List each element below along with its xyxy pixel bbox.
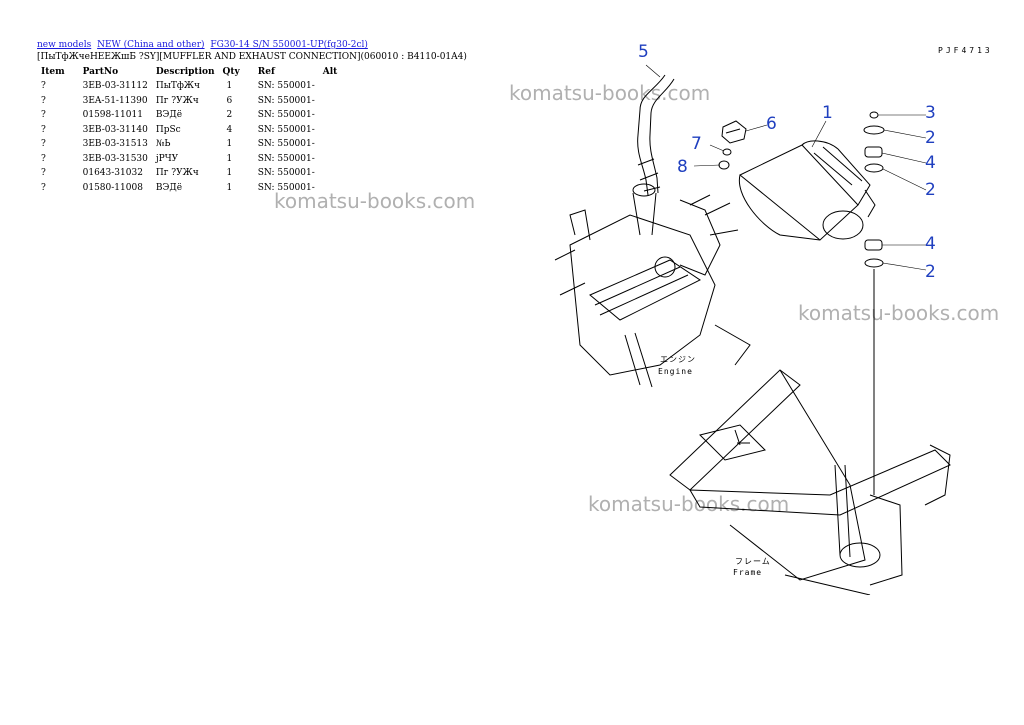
column-header-qty: Qty — [222, 67, 240, 77]
callout-2: 2 — [925, 262, 936, 282]
cell-part-no: 01580-11008 — [82, 182, 143, 193]
engine-label-jp: エンジン — [660, 355, 696, 364]
cell-qty: 6 — [226, 95, 233, 106]
cell-part-no: 01598-11011 — [82, 110, 143, 121]
cell-part-no: 3EA-51-11390 — [82, 95, 148, 106]
cell-description: №Ь — [155, 139, 171, 150]
cell-item: ? — [41, 95, 46, 106]
watermark: komatsu-books.com — [274, 189, 476, 213]
engine-drawing — [554, 194, 751, 388]
callout-4: 4 — [925, 153, 936, 173]
table-row: ? 3EB-03-31112 ПыТфЖч 1 SN: 550001- — [37, 79, 341, 94]
cell-description: Пг ?УЖч — [155, 168, 199, 179]
column-header-item: Item — [41, 67, 65, 77]
cell-qty: 1 — [226, 139, 233, 150]
cell-ref: SN: 550001- — [257, 81, 315, 92]
cell-qty: 2 — [226, 110, 233, 121]
callout-4: 4 — [925, 234, 936, 254]
callout-6: 6 — [766, 114, 777, 134]
cell-item: ? — [41, 182, 46, 193]
cell-description: ПыТфЖч — [155, 81, 200, 92]
cell-item: ? — [41, 153, 46, 164]
cell-description: ВЭДё — [155, 110, 183, 121]
cell-ref: SN: 550001- — [257, 110, 315, 121]
muffler-drawing — [738, 140, 876, 241]
table-header-row: Item PartNo Description Qty Ref Alt — [37, 66, 341, 79]
leader-lines — [645, 64, 927, 271]
callout-1: 1 — [822, 103, 833, 123]
cell-qty: 1 — [226, 182, 233, 193]
cell-description: jРЧУ — [155, 153, 179, 164]
cell-description: ПрSc — [155, 124, 181, 135]
diagram-code: PJF4713 — [938, 46, 993, 55]
callout-5: 5 — [638, 42, 649, 62]
cell-alt — [319, 108, 342, 123]
cell-part-no: 3EB-03-31140 — [82, 124, 148, 135]
cell-qty: 1 — [226, 168, 233, 179]
callout-2: 2 — [925, 128, 936, 148]
cell-alt — [319, 94, 342, 109]
watermark: komatsu-books.com — [798, 301, 1000, 325]
cell-ref: SN: 550001- — [257, 182, 315, 193]
breadcrumb-link-fg30-14[interactable]: FG30-14 S/N 550001-UP(fg30-2cl) — [210, 40, 368, 50]
clamp-drawing — [718, 120, 747, 170]
cell-alt — [319, 166, 342, 181]
cell-part-no: 3EB-03-31112 — [82, 81, 148, 92]
cell-description: ВЭДё — [155, 182, 183, 193]
cell-description: Пг ?УЖч — [155, 95, 199, 106]
exhaust-pipe-drawing — [632, 74, 675, 236]
parts-diagram — [554, 64, 951, 595]
engine-label: Engine — [658, 367, 693, 376]
frame-label: Frame — [733, 568, 763, 577]
callout-2: 2 — [925, 180, 936, 200]
column-header-description: Description — [155, 67, 215, 77]
column-header-alt: Alt — [322, 67, 338, 77]
cell-ref: SN: 550001- — [257, 124, 315, 135]
table-row: ? 3EB-03-31530 jРЧУ 1 SN: 550001- — [37, 152, 341, 167]
section-title: [ПыТфЖчеНЕЕЖшБ ?SY][MUFFLER AND EXHAUST … — [37, 52, 467, 62]
cell-qty: 1 — [226, 153, 233, 164]
cell-ref: SN: 550001- — [257, 168, 315, 179]
cell-part-no: 3EB-03-31530 — [82, 153, 148, 164]
cell-part-no: 3EB-03-31513 — [82, 139, 148, 150]
column-header-part-no: PartNo — [82, 67, 119, 77]
cell-item: ? — [41, 139, 46, 150]
cell-item: ? — [41, 124, 46, 135]
cell-alt — [319, 152, 342, 167]
cell-qty: 1 — [226, 81, 233, 92]
column-header-ref: Ref — [257, 67, 275, 77]
parts-table: Item PartNo Description Qty Ref Alt ? 3EB… — [37, 66, 341, 195]
callout-3: 3 — [925, 103, 936, 123]
table-row: ? 01643-31032 Пг ?УЖч 1 SN: 550001- — [37, 166, 341, 181]
watermark: komatsu-books.com — [509, 81, 711, 105]
table-row: ? 3EA-51-11390 Пг ?УЖч 6 SN: 550001- — [37, 94, 341, 109]
cell-ref: SN: 550001- — [257, 153, 315, 164]
callout-8: 8 — [677, 157, 688, 177]
breadcrumb: new models NEW (China and other) FG30-14… — [37, 40, 371, 50]
frame-label-jp: フレーム — [735, 557, 771, 566]
frame-drawing — [669, 369, 951, 595]
table-row: ? 01580-11008 ВЭДё 1 SN: 550001- — [37, 181, 341, 196]
mounting-hardware-drawing — [863, 111, 885, 495]
breadcrumb-link-new-models[interactable]: new models — [37, 40, 92, 50]
table-row: ? 3EB-03-31513 №Ь 1 SN: 550001- — [37, 137, 341, 152]
cell-alt — [319, 123, 342, 138]
cell-qty: 4 — [226, 124, 233, 135]
breadcrumb-link-new-china-other[interactable]: NEW (China and other) — [97, 40, 205, 50]
watermark: komatsu-books.com — [588, 492, 790, 516]
callout-7: 7 — [691, 134, 702, 154]
cell-item: ? — [41, 110, 46, 121]
cell-alt — [319, 137, 342, 152]
cell-item: ? — [41, 168, 46, 179]
cell-alt — [319, 79, 342, 94]
table-row: ? 01598-11011 ВЭДё 2 SN: 550001- — [37, 108, 341, 123]
cell-part-no: 01643-31032 — [82, 168, 143, 179]
cell-ref: SN: 550001- — [257, 139, 315, 150]
cell-item: ? — [41, 81, 46, 92]
table-row: ? 3EB-03-31140 ПрSc 4 SN: 550001- — [37, 123, 341, 138]
cell-ref: SN: 550001- — [257, 95, 315, 106]
